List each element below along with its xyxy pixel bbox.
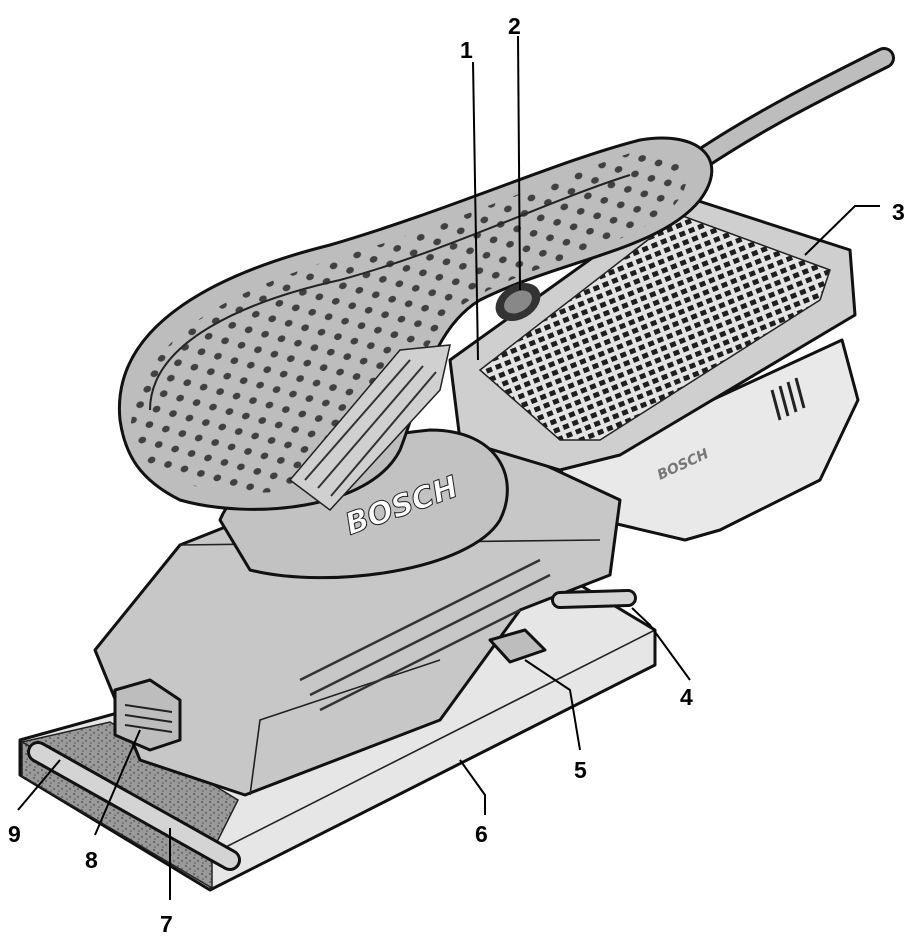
- clamping-lever-rear: [551, 589, 637, 609]
- on-off-switch: [495, 283, 541, 321]
- leader-5: [524, 659, 581, 751]
- leader-8: [94, 729, 141, 836]
- callout-8: 8: [85, 847, 98, 873]
- leader-6: [459, 759, 486, 815]
- callout-2: 2: [508, 13, 521, 39]
- handle: [117, 136, 714, 512]
- dust-box-release: [488, 628, 547, 664]
- leader-3: [804, 205, 880, 256]
- leader-9: [17, 759, 61, 811]
- callout-5: 5: [574, 757, 587, 783]
- callout-4: 4: [680, 684, 693, 710]
- callout-1: 1: [460, 37, 473, 63]
- callout-leaders: [17, 35, 880, 900]
- callout-9: 9: [8, 821, 21, 847]
- leader-1: [472, 61, 479, 361]
- dust-extraction-outlet: [113, 678, 182, 752]
- leader-4: [631, 607, 691, 681]
- callout-6: 6: [475, 821, 488, 847]
- callout-7: 7: [160, 911, 173, 937]
- clamping-lever-front: [27, 741, 241, 871]
- leader-2: [517, 35, 521, 291]
- callout-3: 3: [892, 199, 905, 225]
- power-cord: [689, 47, 895, 171]
